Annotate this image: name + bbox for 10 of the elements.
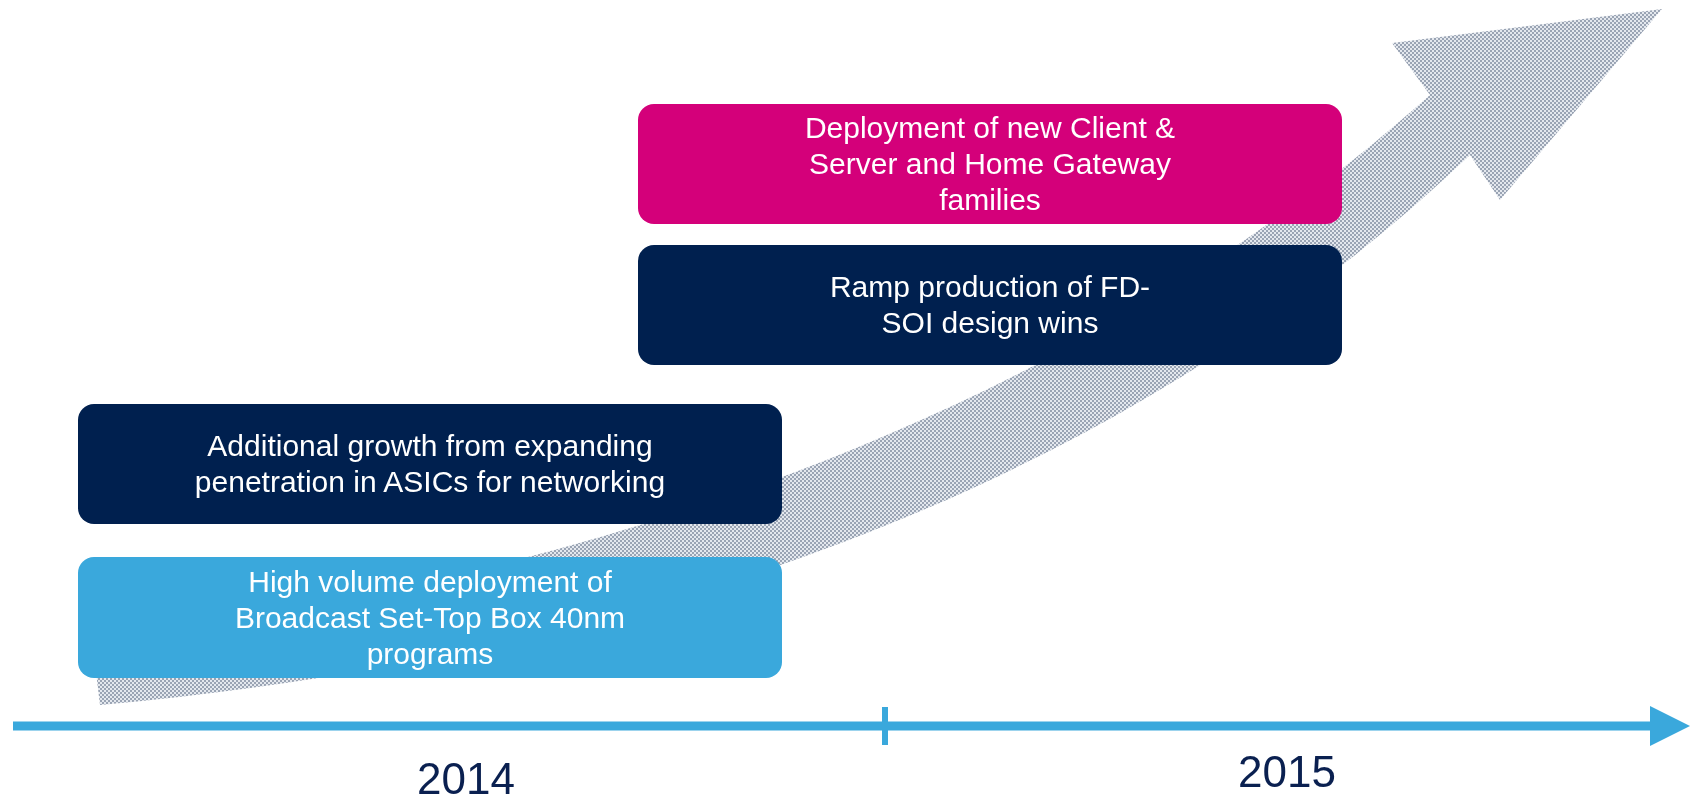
milestone-box (78, 404, 782, 524)
milestone-text: High volume deployment of Broadcast Set-Top Box 40nm programs (233, 563, 627, 672)
milestone-text: Additional growth from expanding penetration in ASICs for networking (193, 428, 667, 500)
year-label: 2014 (417, 754, 515, 804)
milestone-box (638, 104, 1342, 224)
milestone-box (78, 557, 782, 678)
milestone-text: Deployment of new Client & Server and Home Gateway families (803, 110, 1177, 218)
year-label: 2015 (1238, 747, 1336, 797)
milestone-box (638, 245, 1342, 365)
milestone-text: Ramp production of FD-SOI design wins (828, 269, 1152, 341)
